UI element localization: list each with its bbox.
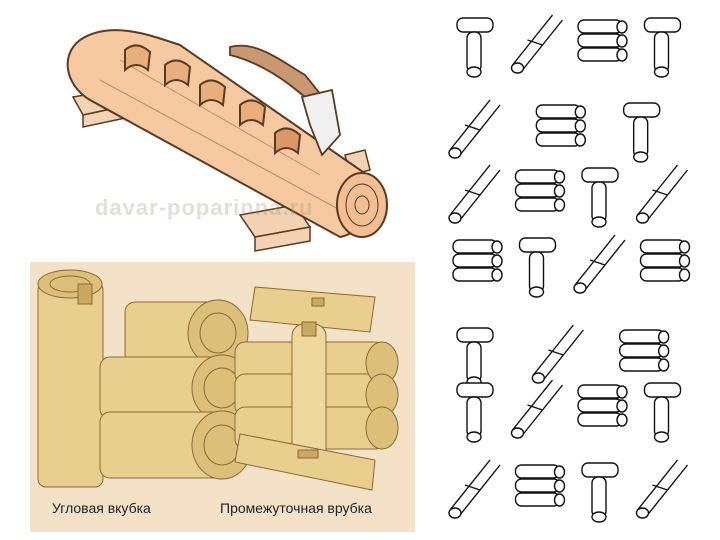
joint-sketch: [518, 237, 557, 298]
joint-sketch: [448, 164, 501, 224]
joint-types-render: Угловая вкубка Промежуточная врубка: [30, 262, 415, 532]
joint-sketch: [581, 462, 619, 523]
joint-sketch: [448, 459, 501, 519]
joint-sketch: [456, 382, 494, 443]
middle-bottom-beam: [234, 433, 376, 491]
joint-sketch: [535, 104, 587, 147]
middle-top-beam: [249, 286, 376, 333]
joint-sketch: [456, 17, 494, 78]
caption-corner-joint: Угловая вкубка: [52, 500, 151, 516]
joint-sketch: [577, 19, 628, 62]
joint-sketch: [514, 464, 566, 507]
log-body: [66, 29, 388, 239]
joint-sketch: [635, 459, 689, 519]
joint-sketch: [456, 327, 494, 388]
joint-sketch: [581, 167, 619, 228]
joint-sketch: [639, 239, 691, 282]
corner-vertical-log: [37, 269, 104, 488]
joint-sketch: [448, 99, 501, 159]
joint-sketch: [618, 329, 670, 372]
joint-sketch: [510, 379, 564, 439]
middle-log-stack: [234, 321, 399, 465]
caption-middle-joint: Промежуточная врубка: [220, 500, 372, 516]
joint-sketch: [531, 324, 584, 384]
joint-sketch: [452, 239, 503, 282]
log-notching-illustration: davar-poparinna.ru: [40, 5, 400, 255]
joint-sketch: [514, 169, 566, 212]
joint-sketch-grid: [435, 0, 720, 540]
joint-sketch: [635, 164, 689, 224]
axe: [229, 44, 341, 157]
corner-horizontal-logs: [99, 299, 253, 480]
joint-sketch: [510, 14, 564, 74]
watermark: davar-poparinna.ru: [95, 195, 314, 220]
joint-sketch: [643, 382, 682, 443]
joint-sketch: [622, 102, 661, 163]
joint-sketch: [573, 234, 626, 294]
joint-sketch: [643, 17, 682, 78]
joint-sketch: [577, 384, 628, 427]
